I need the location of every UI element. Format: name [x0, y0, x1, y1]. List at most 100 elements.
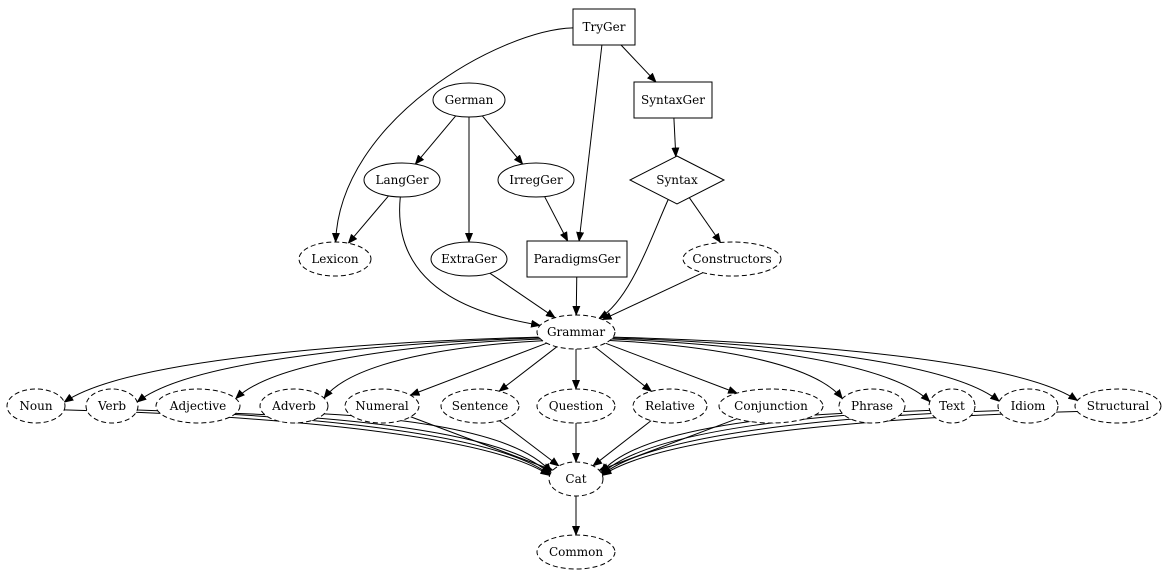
edge-syntaxger-to-syntax	[671, 117, 680, 158]
node-sentence: Sentence	[440, 388, 520, 424]
edge-grammar-to-sentence	[498, 346, 558, 392]
node-shape-ellipse	[548, 461, 604, 497]
node-phrase: Phrase	[838, 388, 906, 424]
node-label: Grammar	[547, 325, 605, 339]
node-relative: Relative	[632, 388, 708, 424]
node-shape-ellipse	[344, 388, 420, 424]
node-label: ExtraGer	[441, 252, 497, 266]
edge-constructors-to-grammar	[601, 272, 704, 321]
node-lexicon: Lexicon	[298, 241, 372, 277]
edge-phrase-to-cat	[600, 412, 843, 474]
node-noun: Noun	[6, 388, 66, 424]
edge-grammar-to-conjunction	[605, 342, 738, 394]
node-shape-ellipse	[432, 82, 506, 118]
edge-grammar-to-phrase	[609, 339, 843, 400]
edge-grammar-to-numeral	[409, 342, 547, 396]
edge-langger-to-grammar	[399, 196, 542, 328]
node-adjective: Adjective	[155, 388, 241, 424]
node-shape-box	[633, 81, 713, 119]
node-label: Relative	[645, 399, 695, 413]
edge-relative-to-cat	[592, 420, 652, 467]
edge-tryger-to-paradigmsger	[576, 44, 603, 242]
edge-grammar-to-idiom	[612, 337, 1000, 402]
node-label: Phrase	[851, 399, 893, 413]
node-label: Cat	[565, 472, 586, 486]
node-shape-ellipse	[363, 162, 441, 198]
node-shape-ellipse	[85, 388, 139, 424]
node-shape-ellipse	[6, 388, 66, 424]
node-shape-ellipse	[298, 241, 372, 277]
edge-grammar-to-relative	[594, 346, 653, 392]
node-shape-ellipse	[838, 388, 906, 424]
edge-adverb-to-cat	[324, 413, 552, 474]
node-label: Idiom	[1011, 399, 1046, 413]
edge-irregger-to-paradigmsger	[544, 196, 569, 242]
node-shape-box	[526, 240, 628, 278]
node-idiom: Idiom	[997, 388, 1059, 424]
edge-grammar-to-adverb	[323, 340, 543, 399]
edge-syntax-to-constructors	[688, 197, 722, 244]
node-label: Common	[549, 545, 603, 559]
node-question: Question	[536, 388, 616, 424]
edge-paradigmsger-to-grammar	[572, 276, 581, 316]
node-numeral: Numeral	[344, 388, 420, 424]
node-shape-ellipse	[536, 388, 616, 424]
node-label: ParadigmsGer	[534, 252, 621, 266]
edge-grammar-to-noun	[63, 336, 539, 403]
node-german: German	[432, 82, 506, 118]
node-extrager: ExtraGer	[430, 241, 508, 277]
node-tryger: TryGer	[572, 8, 636, 46]
node-label: Numeral	[355, 399, 409, 413]
node-irregger: IrregGer	[497, 162, 575, 198]
node-structural: Structural	[1074, 388, 1162, 424]
node-text: Text	[928, 388, 976, 424]
node-constructors: Constructors	[682, 241, 782, 277]
node-shape-diamond	[628, 155, 726, 205]
node-label: TryGer	[583, 20, 626, 34]
node-label: Syntax	[656, 173, 698, 187]
node-label: Structural	[1087, 399, 1150, 413]
node-shape-ellipse	[682, 241, 782, 277]
node-label: Adjective	[169, 399, 226, 413]
edge-grammar-to-verb	[136, 337, 540, 403]
node-conjunction: Conjunction	[718, 388, 824, 424]
edge-extrager-to-grammar	[489, 272, 556, 319]
node-cat: Cat	[548, 461, 604, 497]
node-shape-ellipse	[632, 388, 708, 424]
node-shape-box	[572, 8, 636, 46]
node-label: SyntaxGer	[641, 93, 705, 107]
node-shape-ellipse	[430, 241, 508, 277]
node-shape-ellipse	[1074, 388, 1162, 424]
edge-grammar-to-structural	[613, 336, 1079, 402]
node-langger: LangGer	[363, 162, 441, 198]
edge-tryger-to-syntaxger	[620, 44, 657, 83]
node-shape-ellipse	[928, 388, 976, 424]
node-verb: Verb	[85, 388, 139, 424]
node-shape-ellipse	[497, 162, 575, 198]
node-syntaxger: SyntaxGer	[633, 81, 713, 119]
node-label: Noun	[19, 399, 52, 413]
node-shape-ellipse	[155, 388, 241, 424]
edge-german-to-irregger	[481, 115, 524, 165]
edge-langger-to-lexicon	[347, 195, 389, 244]
edge-grammar-to-text	[611, 338, 931, 403]
node-label: Verb	[97, 399, 126, 413]
node-label: German	[445, 93, 494, 107]
node-label: Lexicon	[311, 252, 359, 266]
node-shape-ellipse	[536, 314, 616, 350]
node-paradigmsger: ParadigmsGer	[526, 240, 628, 278]
edge-tryger-to-lexicon	[331, 27, 574, 244]
edge-sentence-to-cat	[499, 420, 560, 467]
edge-syntax-to-grammar	[598, 199, 669, 319]
node-shape-ellipse	[440, 388, 520, 424]
node-shape-ellipse	[536, 534, 616, 570]
node-label: Text	[939, 399, 965, 413]
edge-numeral-to-cat	[410, 416, 554, 471]
edge-grammar-to-adjective	[235, 338, 541, 400]
node-adverb: Adverb	[259, 388, 329, 424]
edge-german-to-langger	[414, 115, 457, 165]
node-common: Common	[536, 534, 616, 570]
node-label: Question	[549, 399, 604, 413]
